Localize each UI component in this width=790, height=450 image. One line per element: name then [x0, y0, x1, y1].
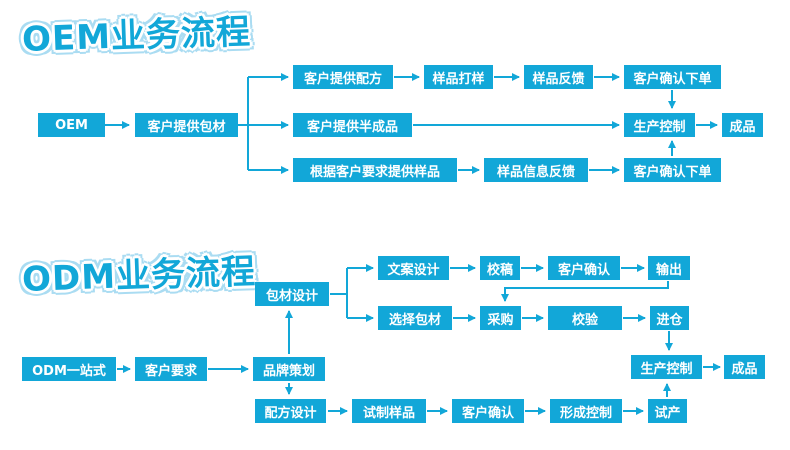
node-oem-confirm-order-top: 客户确认下单: [624, 65, 721, 89]
node-odm-brand-planning: 品牌策划: [253, 357, 325, 381]
node-odm-warehouse-in: 进仓: [650, 306, 689, 330]
node-oem-start: OEM: [38, 113, 105, 137]
node-odm-copy-design: 文案设计: [378, 256, 449, 280]
node-odm-customer-requirement: 客户要求: [135, 357, 207, 381]
node-odm-finished-product: 成品: [724, 355, 765, 379]
node-odm-output: 输出: [648, 256, 690, 280]
node-odm-customer-confirm-copy: 客户确认: [548, 256, 620, 280]
node-odm-customer-confirm-sample: 客户确认: [452, 399, 524, 423]
node-odm-production-control: 生产控制: [631, 355, 702, 379]
node-odm-verification: 校验: [548, 306, 622, 330]
node-odm-start: ODM一站式: [22, 357, 116, 381]
node-oem-sample-making: 样品打样: [424, 65, 493, 89]
node-oem-provide-packaging: 客户提供包材: [135, 113, 238, 137]
node-oem-provide-sample-on-request: 根据客户要求提供样品: [293, 158, 457, 182]
node-oem-sample-feedback: 样品反馈: [524, 65, 593, 89]
node-odm-packaging-design: 包材设计: [255, 282, 329, 306]
node-oem-sample-info-feedback: 样品信息反馈: [484, 158, 588, 182]
node-odm-purchase: 采购: [480, 306, 521, 330]
node-oem-provide-semi-finished: 客户提供半成品: [293, 113, 412, 137]
node-odm-formula-design: 配方设计: [255, 399, 326, 423]
node-odm-trial-sample: 试制样品: [352, 399, 426, 423]
node-odm-forming-control: 形成控制: [550, 399, 622, 423]
node-oem-confirm-order-bottom: 客户确认下单: [624, 158, 721, 182]
node-odm-proofreading: 校稿: [480, 256, 520, 280]
node-oem-finished-product: 成品: [722, 113, 763, 137]
node-odm-select-packaging: 选择包材: [378, 306, 452, 330]
oem-section-title: OEM业务流程: [21, 12, 252, 60]
node-oem-production-control: 生产控制: [624, 113, 695, 137]
node-oem-provide-formula: 客户提供配方: [293, 65, 393, 89]
odm-section-title: ODM业务流程: [21, 251, 257, 300]
node-odm-trial-production: 试产: [648, 399, 687, 423]
